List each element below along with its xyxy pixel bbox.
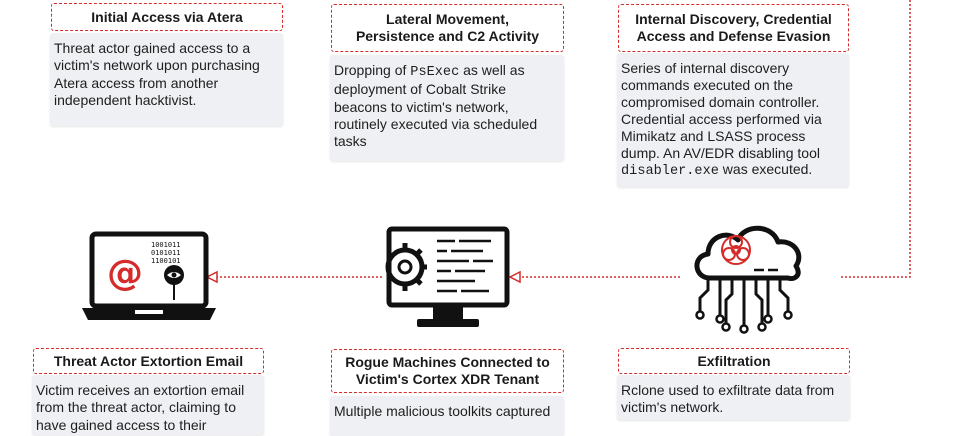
step-card-exfiltration: Rclone used to exfiltrate data from vict… (617, 375, 850, 420)
svg-text:@: @ (107, 253, 143, 294)
step-card-lateral-movement: Dropping of PsExec as well as deployment… (330, 55, 564, 161)
step-title-rogue-machines: Rogue Machines Connected to Victim's Cor… (331, 349, 564, 393)
step-title-lateral-movement: Lateral Movement, Persistence and C2 Act… (331, 4, 564, 52)
step-card-rogue-machines: Multiple malicious toolkits captured (330, 396, 564, 436)
flow-connectors (205, 0, 911, 284)
code-psexec: PsExec (410, 65, 460, 80)
step-card-internal-discovery: Series of internal discovery commands ex… (617, 53, 849, 187)
svg-text:1100101: 1100101 (151, 257, 181, 265)
step-title-internal-discovery: Internal Discovery, Credential Access an… (618, 4, 849, 52)
arrowhead (508, 270, 521, 284)
step-card-extortion-email: Victim receives an extortion email from … (32, 375, 264, 435)
code-disabler: disabler.exe (621, 164, 719, 180)
step-card-initial-access: Threat actor gained access to a victim's… (50, 33, 283, 126)
connector-top-right (840, 0, 911, 278)
step-title-initial-access: Initial Access via Atera (51, 3, 283, 31)
arrowhead (205, 270, 218, 284)
svg-text:1001011: 1001011 (151, 241, 181, 249)
svg-text:0101011: 0101011 (151, 249, 181, 257)
step-title-exfiltration: Exfiltration (618, 348, 850, 374)
laptop-email-icon: @ 1001011 0101011 1100101 (82, 231, 216, 320)
cloud-biohazard-icon (694, 225, 802, 334)
monitor-gear-icon (385, 226, 510, 327)
step-title-extortion-email: Threat Actor Extortion Email (33, 348, 264, 374)
